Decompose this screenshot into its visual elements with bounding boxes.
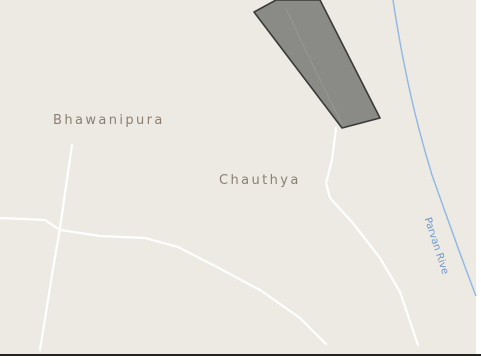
place-label-chauthya: Chauthya [219,173,301,188]
place-label-bhawanipura: Bhawanipura [53,113,165,128]
road-chauthya [324,126,420,347]
road-bhawanipura-south [38,143,74,352]
map-right-margin [476,0,481,364]
highlighted-area-polygon[interactable] [253,0,381,129]
area-inner-line [285,7,343,125]
river-line [392,0,477,297]
road-lower-diagonal [0,216,328,346]
bottom-whitespace [0,354,481,364]
road-network [0,126,420,352]
